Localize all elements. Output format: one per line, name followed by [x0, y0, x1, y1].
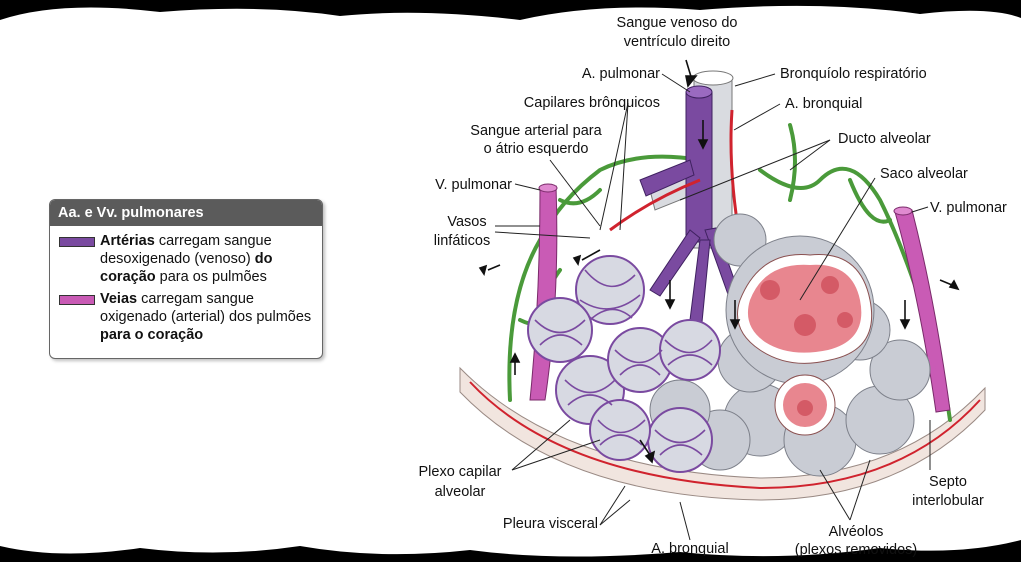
- label-septo-2: interlobular: [912, 493, 984, 509]
- alveolar-sac: [725, 235, 875, 436]
- legend-arteries-bold: Artérias: [100, 233, 155, 249]
- legend-title: Aa. e Vv. pulmonares: [50, 200, 322, 226]
- label-plexo-2: alveolar: [435, 484, 486, 500]
- flow-arrows: [478, 59, 960, 464]
- artery-swatch: [59, 237, 95, 247]
- legend-veins-text: carregam sangue oxigenado (arterial) dos…: [100, 291, 312, 325]
- label-a-bronquial-top: A. bronquial: [785, 96, 862, 112]
- legend-box: Aa. e Vv. pulmonares Artérias carregam s…: [49, 199, 323, 359]
- label-sangue-venoso-1: Sangue venoso do: [617, 15, 738, 31]
- label-v-pulmonar-right: V. pulmonar: [930, 200, 1007, 216]
- label-alveolos-2: (plexos removidos): [795, 542, 918, 558]
- label-bronquiolo: Bronquíolo respiratório: [780, 66, 927, 82]
- label-a-pulmonar: A. pulmonar: [582, 66, 660, 82]
- label-ducto-alveolar: Ducto alveolar: [838, 131, 931, 147]
- legend-row-veins: Veias carregam sangue oxigenado (arteria…: [50, 290, 322, 344]
- label-plexo-1: Plexo capilar: [418, 464, 501, 480]
- interlobular-septum: [918, 299, 947, 406]
- label-pleura: Pleura visceral: [503, 516, 598, 532]
- pleura-visceral: [459, 366, 986, 501]
- legend-arteries-text2: para os pulmões: [155, 269, 267, 285]
- legend-arteries-bold2: do coração: [100, 251, 273, 285]
- alveolar-capillary-plexus: [527, 255, 721, 473]
- label-alveolos-1: Alvéolos: [829, 524, 884, 540]
- label-sangue-venoso-2: ventrículo direito: [624, 34, 730, 50]
- label-capilares-bronquicos: Capilares brônquicos: [524, 95, 660, 111]
- pulmonary-artery: [639, 85, 741, 323]
- legend-arteries-text: carregam sangue desoxigenado (venoso): [100, 233, 272, 267]
- label-septo-1: Septo: [929, 474, 967, 490]
- label-vasos-2: linfáticos: [434, 233, 490, 249]
- label-v-pulmonar-left: V. pulmonar: [435, 177, 512, 193]
- vein-swatch: [59, 295, 95, 305]
- label-sangue-arterial-2: o átrio esquerdo: [484, 141, 589, 157]
- label-saco-alveolar: Saco alveolar: [880, 166, 968, 182]
- legend-veins-bold2: para o coração: [100, 327, 204, 343]
- leader-lines: [494, 73, 931, 541]
- label-vasos-1: Vasos: [447, 214, 486, 230]
- legend-veins-bold: Veias: [100, 291, 138, 307]
- label-sangue-arterial-1: Sangue arterial para: [470, 123, 602, 139]
- pleura-vessel: [469, 381, 981, 490]
- legend-row-arteries: Artérias carregam sangue desoxigenado (v…: [50, 232, 322, 286]
- label-a-bronquial-bottom: A. bronquial: [651, 541, 728, 557]
